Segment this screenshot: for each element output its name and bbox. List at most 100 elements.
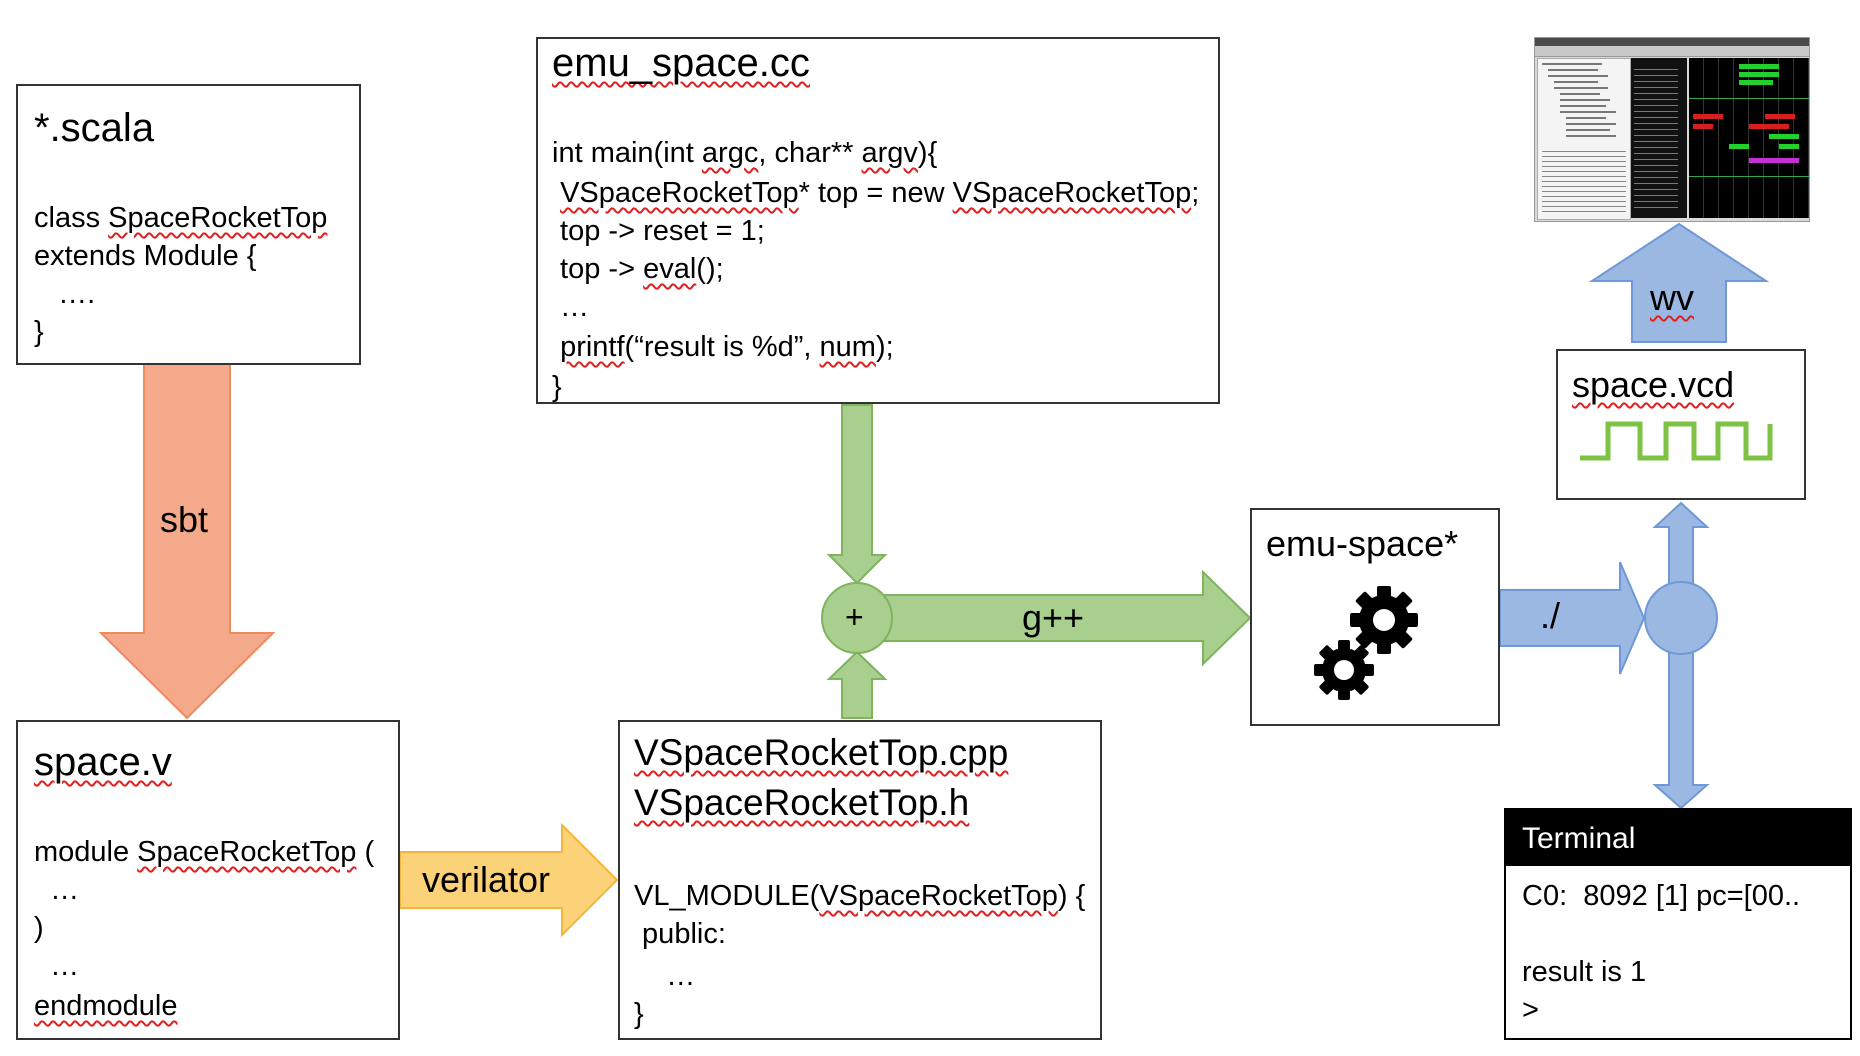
spacev-line-5-text: endmodule	[34, 990, 178, 1022]
cc-line-1-d: argc	[701, 137, 759, 169]
cc-line-6-c: (“result is %d”,	[624, 331, 820, 363]
scala-line-1: class SpaceRocketTop	[34, 204, 327, 233]
vcd-file-box: space.vcd	[1556, 349, 1806, 500]
verilated-cpp-box: VSpaceRocketTop.cpp VSpaceRocketTop.h VL…	[618, 720, 1102, 1040]
to-vcd-arrow	[1652, 501, 1710, 585]
cc-title-text: emu_space.cc	[552, 41, 810, 85]
sbt-arrow	[98, 362, 276, 720]
cc-line-1-c	[694, 137, 702, 169]
spacev-line-1: module SpaceRocketTop (	[34, 838, 374, 867]
wv-label: wv	[1650, 280, 1694, 316]
vcpp-line-2-text: public:	[634, 918, 726, 950]
spacev-line-3: )	[34, 914, 44, 943]
cc-line-7: }	[552, 373, 562, 402]
cc-line-4-a: top ->	[552, 253, 644, 285]
vcpp-line-4: }	[634, 1000, 644, 1029]
emu-bin-title: emu-space*	[1266, 526, 1458, 562]
gpp-label: g++	[1022, 597, 1085, 638]
scala-line-3: ….	[34, 280, 95, 309]
scala-box-title: *.scala	[34, 108, 154, 148]
cc-line-4-b: eval	[643, 253, 697, 285]
cpp-harness-box: emu_space.cc int main(int argc, char** a…	[536, 37, 1220, 404]
gears-icon	[1314, 586, 1418, 700]
terminal-header: Terminal	[1506, 810, 1850, 866]
cc-line-6-a	[552, 331, 560, 363]
wv-label-text: wv	[1650, 277, 1694, 318]
output-junction-circle	[1644, 581, 1718, 655]
vcpp-line-1: VL_MODULE(VSpaceRocketTop) {	[634, 882, 1085, 911]
spacev-title-text: space.v	[34, 740, 172, 784]
cc-line-7-text: }	[552, 371, 562, 403]
cc-line-2-e: ;	[1191, 177, 1200, 209]
terminal-window: Terminal C0: 8092 [1] pc=[00.. result is…	[1504, 808, 1852, 1040]
vcd-title-text: space.vcd	[1572, 364, 1735, 405]
cc-line-1-e: , char**	[758, 137, 862, 169]
waveform-viewer-screenshot-icon	[1534, 37, 1810, 222]
cc-line-2: VSpaceRocketTop* top = new VSpaceRocketT…	[552, 179, 1199, 208]
scala-line-1-a: class	[34, 202, 109, 234]
cc-line-6-b: printf	[560, 331, 625, 363]
gpp-arrow	[884, 569, 1252, 667]
terminal-line-2: result is 1	[1522, 956, 1647, 988]
emu-bin-title-text: emu-space*	[1266, 523, 1459, 564]
scala-line-2-text: extends Module {	[34, 240, 257, 272]
verilator-arrow	[399, 822, 619, 938]
gear-large-icon	[1350, 586, 1418, 654]
spacev-line-4: …	[34, 952, 79, 981]
cc-line-1-b: main(int	[590, 137, 694, 169]
vcpp-line-3-text: …	[634, 960, 696, 992]
vcpp-line-3: …	[634, 962, 695, 991]
terminal-line-1: C0: 8092 [1] pc=[00..	[1522, 880, 1801, 912]
cc-line-2-b: VSpaceRocketTop	[560, 177, 799, 209]
cc-line-5: …	[552, 293, 589, 322]
plus-junction-circle	[821, 582, 893, 654]
cc-line-3-text: top -> reset = 1;	[552, 215, 765, 247]
cc-line-4: top -> eval();	[552, 255, 724, 284]
cc-to-plus-arrow	[826, 404, 888, 585]
spacev-line-1-b: SpaceRocketTop	[137, 836, 357, 868]
vcpp-title-1-text: VSpaceRocketTop.cpp	[634, 732, 1009, 773]
spacev-line-4-text: …	[34, 950, 80, 982]
cc-line-2-d: VSpaceRocketTop	[952, 177, 1192, 209]
vcpp-line-4-text: }	[634, 998, 644, 1030]
spacev-line-1-a: module	[34, 836, 138, 868]
vcpp-line-2: public:	[634, 920, 726, 949]
spacev-line-1-c: (	[356, 836, 375, 868]
terminal-header-text: Terminal	[1522, 822, 1636, 855]
scala-line-3-text: ….	[34, 278, 96, 310]
cc-line-1: int main(int argc, char** argv){	[552, 139, 937, 168]
cc-line-1-a: int	[552, 137, 591, 169]
vcpp-line-1-c: ) {	[1057, 880, 1086, 912]
spacev-line-2: …	[34, 876, 79, 905]
vcpp-title-2-text: VSpaceRocketTop.h	[634, 782, 970, 823]
cc-line-4-c: ();	[696, 253, 724, 285]
spacev-line-5: endmodule	[34, 992, 178, 1021]
cc-line-1-g: ){	[917, 137, 938, 169]
scala-line-4-text: }	[34, 316, 44, 348]
vcpp-title-2: VSpaceRocketTop.h	[634, 784, 969, 821]
wv-up-arrow	[1588, 222, 1770, 343]
spacev-line-2-text: …	[34, 874, 80, 906]
cc-line-3: top -> reset = 1;	[552, 217, 765, 246]
cc-line-5-text: …	[552, 291, 590, 323]
vcpp-line-1-b: VSpaceRocketTop	[819, 880, 1058, 912]
vcpp-to-plus-arrow	[826, 650, 888, 719]
cc-box-title: emu_space.cc	[552, 43, 810, 83]
cc-line-6: printf(“result is %d”, num);	[552, 333, 894, 362]
cc-line-6-e: );	[875, 331, 894, 363]
run-label: ./	[1540, 595, 1561, 636]
cc-line-6-d: num	[819, 331, 876, 363]
gear-small-icon	[1314, 640, 1374, 700]
wv-arrow-shape	[1560, 282, 1586, 342]
run-arrow	[1499, 561, 1646, 675]
vcd-box-title: space.vcd	[1572, 367, 1734, 403]
cc-line-1-f: argv	[861, 137, 918, 169]
scala-source-box: *.scala class SpaceRocketTop extends Mod…	[16, 84, 361, 365]
spacev-line-3-text: )	[34, 912, 44, 944]
cc-line-2-c: * top = new	[798, 177, 953, 209]
sbt-label: sbt	[160, 499, 209, 540]
scala-line-2: extends Module {	[34, 242, 256, 271]
terminal-prompt: >	[1522, 994, 1539, 1026]
square-waveform-icon	[1580, 421, 1773, 461]
